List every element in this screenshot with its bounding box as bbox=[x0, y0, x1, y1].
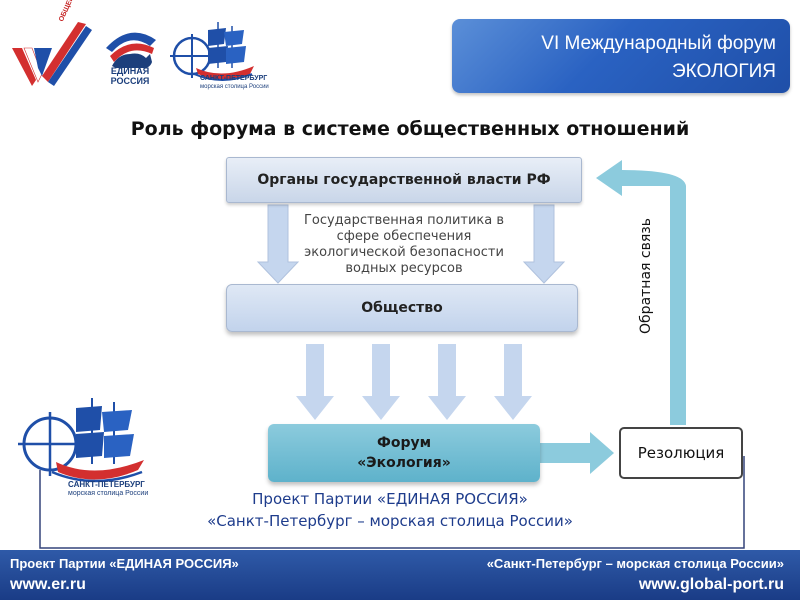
er-logo-label: ЕДИНАЯ РОССИЯ bbox=[110, 66, 150, 86]
society-to-forum-arrow-4 bbox=[494, 344, 532, 420]
spb-logo-large-title: САНКТ-ПЕТЕРБУРГ bbox=[68, 480, 145, 489]
forum-subtitle: ЭКОЛОГИЯ bbox=[672, 61, 776, 82]
spb-logo-subtitle: морская столица России bbox=[200, 84, 269, 90]
gov-to-society-arrow-right bbox=[522, 204, 566, 284]
gov-authorities-box: Органы государственной власти РФ bbox=[226, 157, 582, 203]
project-caption-line1: Проект Партии «ЕДИНАЯ РОССИЯ» bbox=[252, 490, 528, 508]
footer-global-port-link[interactable]: www.global-port.ru bbox=[638, 576, 784, 593]
project-frame bbox=[39, 456, 745, 549]
society-to-forum-arrow-3 bbox=[428, 344, 466, 420]
society-to-forum-arrow-1 bbox=[296, 344, 334, 420]
forum-box-line1: Форум bbox=[376, 435, 432, 451]
footer-er-link[interactable]: www.er.ru bbox=[10, 576, 86, 593]
society-to-forum-arrow-2 bbox=[362, 344, 400, 420]
society-box: Общество bbox=[226, 284, 578, 332]
onf-logo bbox=[12, 22, 92, 86]
feedback-arrow bbox=[596, 160, 686, 425]
spb-logo-large-subtitle: морская столица России bbox=[68, 490, 149, 497]
forum-title: VI Международный форум bbox=[541, 33, 776, 54]
footer-bar: Проект Партии «ЕДИНАЯ РОССИЯ» www.er.ru … bbox=[0, 550, 800, 600]
page-title: Роль форума в системе общественных отнош… bbox=[130, 118, 690, 140]
header-banner: VI Международный форум ЭКОЛОГИЯ bbox=[452, 19, 790, 93]
spb-logo-title: САНКТ-ПЕТЕРБУРГ bbox=[200, 75, 268, 82]
forum-box-line2: «Экология» bbox=[357, 455, 451, 471]
forum-box: Форум «Экология» bbox=[268, 424, 540, 482]
footer-spb-label: «Санкт-Петербург – морская столица Росси… bbox=[486, 556, 784, 571]
project-caption-line2: «Санкт-Петербург – морская столица Росси… bbox=[207, 512, 573, 530]
er-bear-logo bbox=[106, 32, 156, 68]
gov-to-society-arrow-left bbox=[256, 204, 300, 284]
footer-project-label: Проект Партии «ЕДИНАЯ РОССИЯ» bbox=[10, 556, 239, 571]
feedback-label: Обратная связь bbox=[638, 218, 654, 334]
spb-ship-logo bbox=[170, 22, 254, 81]
state-policy-text: Государственная политика в сфере обеспеч… bbox=[303, 213, 505, 276]
resolution-box: Резолюция bbox=[619, 427, 743, 479]
spb-ship-logo-large bbox=[18, 398, 144, 483]
forum-to-resolution-arrow bbox=[540, 432, 614, 474]
